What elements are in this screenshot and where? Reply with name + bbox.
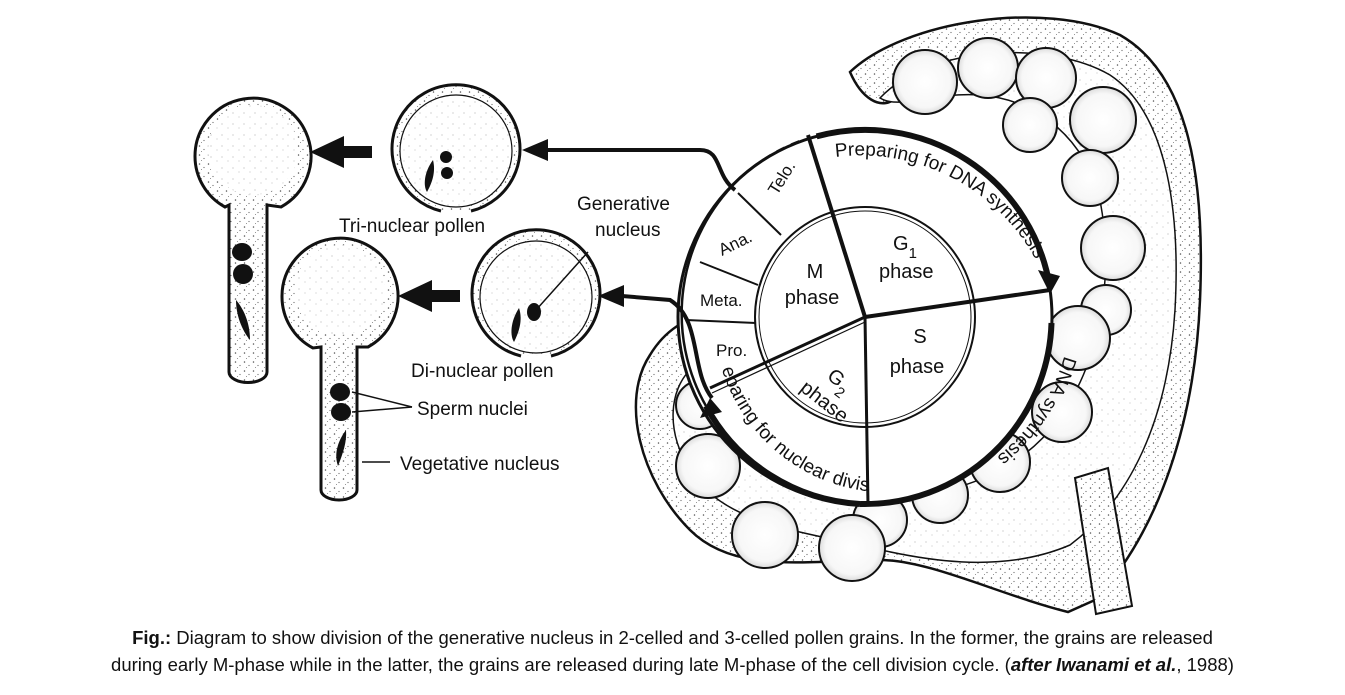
pollen-grain: [1031, 381, 1093, 443]
pollen-grain: [892, 49, 958, 115]
vegetative-nucleus: [511, 308, 521, 342]
m-phase-label-2: phase: [785, 287, 840, 309]
m-phase-dashed-arc: [737, 139, 801, 181]
pollen-grain: [1080, 215, 1146, 281]
metaphase-label: Meta.: [700, 291, 743, 310]
divider-meta-pro: [685, 319, 757, 324]
di-nuclear-pollen-inner: [479, 240, 593, 354]
pollen-tube-inner: [295, 245, 385, 335]
tri-nuclear-pollen-label: Tri-nuclear pollen: [339, 216, 485, 237]
divider-g2-m-double: [711, 321, 866, 394]
caption-citation: after Iwanami et al.: [1010, 654, 1177, 675]
prophase-release-line: [621, 294, 714, 400]
release-arrows: [522, 139, 737, 400]
di-nuclear-pollen-label: Di-nuclear pollen: [411, 361, 554, 382]
generative-nucleus-pointer: [535, 251, 589, 311]
m-outer-arc: [680, 179, 739, 407]
telophase-release-arrowhead: [522, 139, 548, 161]
vegetative-nucleus: [336, 430, 347, 466]
tri-nuclear-pollen-inner: [399, 94, 513, 208]
caption-line-1: Fig.: Diagram to show division of the ge…: [0, 624, 1345, 651]
g2-outer-arc: [703, 404, 861, 507]
pollen-grain: [818, 514, 886, 582]
generative-nucleus-label: Generative: [577, 194, 670, 215]
pollen-grain: [1002, 97, 1058, 153]
sperm-nucleus: [440, 151, 452, 163]
prophase-label: Pro.: [716, 341, 747, 360]
pollen-grain: [1061, 149, 1119, 207]
caption-fig-label: Fig.:: [132, 627, 172, 648]
telophase-release-line: [545, 148, 737, 192]
caption-text-1: Diagram to show division of the generati…: [171, 627, 1213, 648]
tri-nuclear-arrow: [310, 136, 372, 168]
caption-line-2: during early M-phase while in the latter…: [0, 651, 1345, 678]
m-phase-label: M: [807, 261, 824, 283]
germinated-di-nuclear-pollen: [280, 236, 413, 502]
sperm-nucleus: [441, 167, 453, 179]
caption-text-2: during early M-phase while in the latter…: [111, 654, 1011, 675]
generative-nucleus-label-2: nucleus: [595, 220, 661, 241]
filament: [1073, 466, 1134, 616]
s-phase-label-2: phase: [890, 356, 945, 378]
prophase-release-arrowhead: [598, 285, 624, 307]
sperm-nucleus: [233, 264, 253, 284]
divider-g1-m: [806, 134, 867, 318]
s-outer-arc: [859, 322, 1055, 508]
pollen-grain: [675, 433, 741, 499]
vegetative-nucleus: [424, 160, 435, 192]
s-phase-label: S: [913, 326, 926, 348]
sperm-nucleus: [331, 403, 351, 421]
g1-phase-label: G1: [893, 233, 917, 262]
vegetative-nucleus-label: Vegetative nucleus: [400, 454, 560, 475]
pollen-grain: [1069, 86, 1137, 154]
pollen-grain: [957, 37, 1019, 99]
divider-telo-ana: [737, 192, 782, 236]
sperm-nuclei-label: Sperm nuclei: [417, 399, 528, 420]
divider-g2-m: [709, 315, 866, 390]
sperm-nucleus: [330, 383, 350, 401]
anther-pollen-grains: [675, 37, 1146, 582]
cycle-arrowhead: [700, 398, 722, 418]
divider-ana-meta: [699, 261, 759, 286]
divider-s-g2: [863, 316, 870, 506]
vegetative-nucleus: [236, 300, 250, 340]
germinated-tri-nuclear-pollen: [193, 96, 313, 385]
inner-circle-double: [758, 210, 972, 424]
caption-text-3: , 1988): [1176, 654, 1234, 675]
cycle-arrowhead: [1038, 270, 1060, 294]
pollen-grain: [731, 501, 799, 569]
g1-phase-label-2: phase: [879, 261, 934, 283]
figure-caption: Fig.: Diagram to show division of the ge…: [0, 624, 1345, 678]
tri-nuclear-pollen: [390, 83, 522, 213]
di-nuclear-pollen: [470, 228, 602, 358]
g1-outer-arc: [815, 127, 1053, 289]
di-nuclear-arrow: [398, 280, 460, 312]
sperm-nucleus: [232, 243, 252, 261]
sperm-pointer: [351, 391, 413, 408]
pollen-tube-inner: [208, 105, 298, 195]
sperm-pointer: [351, 406, 413, 413]
pollen-cell-cycle-diagram: Telo. Ana. Meta. Pro. M phase G1 phase S…: [0, 0, 1203, 616]
divider-g1-s: [864, 288, 1051, 319]
